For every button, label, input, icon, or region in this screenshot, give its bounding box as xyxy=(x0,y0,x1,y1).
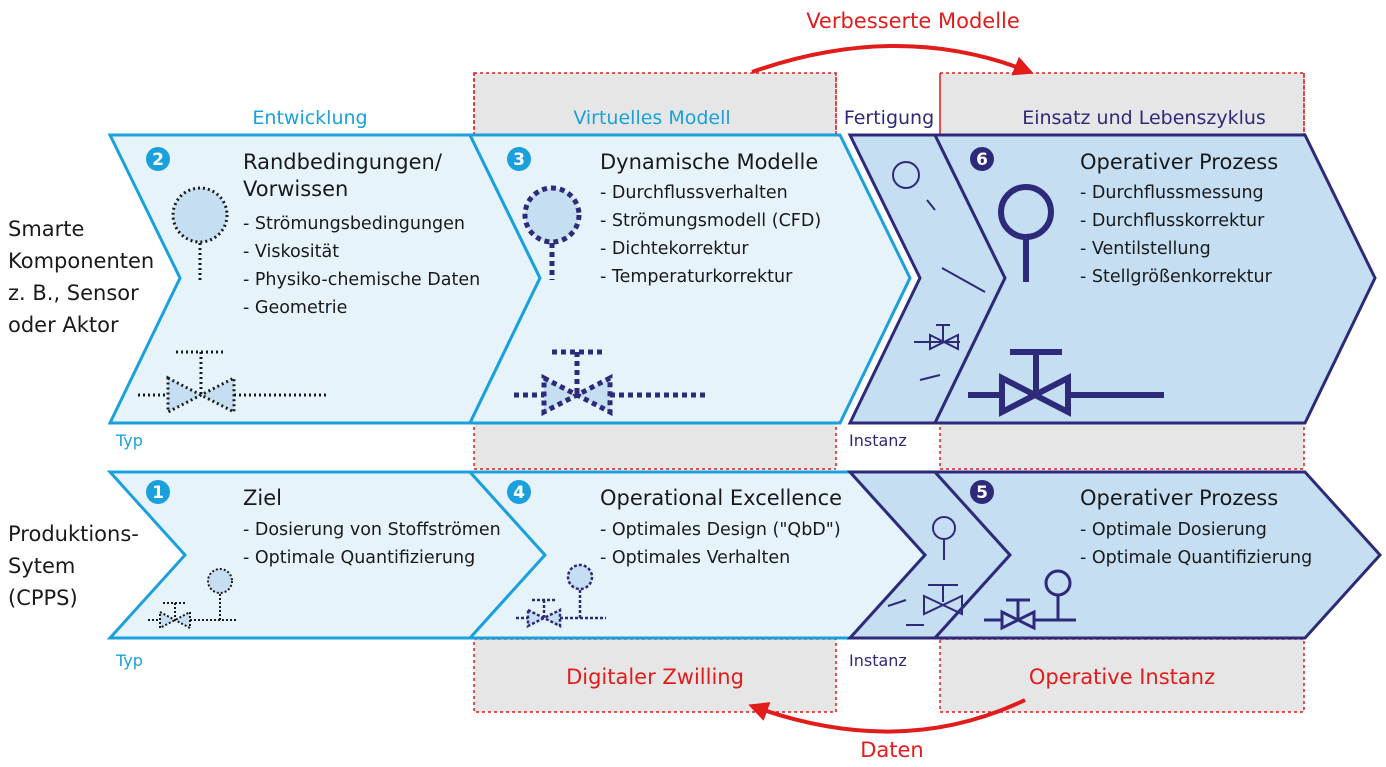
tag-instanz-bottom: Instanz xyxy=(849,651,907,670)
phase-einsatz: Einsatz und Lebenszyklus xyxy=(1022,107,1266,129)
box3-item-1: - Durchflussverhalten xyxy=(600,183,788,203)
box3-item-3: - Dichtekorrektur xyxy=(600,239,749,259)
box2-item-3: - Physiko-chemische Daten xyxy=(243,270,480,290)
box5-item-2: - Optimale Quantifizierung xyxy=(1080,548,1312,568)
badge-3: 3 xyxy=(507,147,531,171)
improved-models-arrow xyxy=(751,44,1034,76)
svg-text:1: 1 xyxy=(152,483,164,503)
box6-title: Operativer Prozess xyxy=(1080,150,1278,174)
tag-instanz-top: Instanz xyxy=(849,431,907,450)
box2-item-1: - Strömungsbedingungen xyxy=(243,214,465,234)
tag-typ-top: Typ xyxy=(115,431,143,450)
box6-item-3: - Ventilstellung xyxy=(1080,239,1211,259)
badge-5: 5 xyxy=(970,480,994,504)
digital-twin-panel xyxy=(473,638,837,713)
assembly-parts-icon xyxy=(892,161,986,381)
valve-icon-solid xyxy=(968,349,1164,417)
phase-fertigung: Fertigung xyxy=(844,107,934,129)
box4-item-2: - Optimales Verhalten xyxy=(600,548,790,568)
box2-title-2: Vorwissen xyxy=(243,177,348,201)
system-icon-solid xyxy=(984,569,1076,631)
row-label-production-3: (CPPS) xyxy=(8,586,78,610)
chevron-box-5 xyxy=(931,470,1383,640)
row-label-smart-components-4: oder Aktor xyxy=(8,313,119,337)
einsatz-panel-top xyxy=(939,72,1305,136)
tag-typ-bottom: Typ xyxy=(115,651,143,670)
valve-icon-dotted xyxy=(138,350,328,415)
box4-item-1: - Optimales Design ("QbD") xyxy=(600,520,841,540)
virtual-model-panel-band xyxy=(474,424,836,469)
assembly-system-icon xyxy=(887,516,963,626)
box1-item-1: - Dosierung von Stoffströmen xyxy=(243,520,501,540)
einsatz-panel-band xyxy=(940,424,1304,469)
badge-1: 1 xyxy=(146,480,170,504)
box6-item-4: - Stellgrößenkorrektur xyxy=(1080,267,1273,287)
system-icon-model xyxy=(516,563,606,629)
svg-text:3: 3 xyxy=(513,150,525,170)
svg-text:4: 4 xyxy=(513,483,525,503)
row-label-smart-components-2: Komponenten xyxy=(8,249,154,273)
row-label-production-1: Produktions- xyxy=(8,522,139,546)
badge-2: 2 xyxy=(146,147,170,171)
system-icon-dotted xyxy=(148,568,236,630)
box3-title: Dynamische Modelle xyxy=(600,150,818,174)
box3-item-4: - Temperaturkorrektur xyxy=(600,267,793,287)
box4-title: Operational Excellence xyxy=(600,486,842,510)
badge-6: 6 xyxy=(970,147,994,171)
sensor-icon-dotted xyxy=(171,186,229,280)
box1-item-2: - Optimale Quantifizierung xyxy=(243,548,475,568)
data-label: Daten xyxy=(860,738,924,762)
box5-item-1: - Optimale Dosierung xyxy=(1080,520,1267,540)
digital-twin-label: Digitaler Zwilling xyxy=(566,665,744,689)
virtual-model-panel-top xyxy=(473,72,837,136)
sensor-icon-model xyxy=(522,185,582,280)
row-label-production-2: Sytem xyxy=(8,554,75,578)
box2-title-1: Randbedingungen/ xyxy=(243,150,443,174)
box2-item-2: - Viskosität xyxy=(243,242,339,262)
box2-item-4: - Geometrie xyxy=(243,298,347,318)
svg-text:2: 2 xyxy=(152,150,164,170)
box6-item-1: - Durchflussmessung xyxy=(1080,183,1264,203)
box5-title: Operativer Prozess xyxy=(1080,486,1278,510)
operative-instance-label: Operative Instanz xyxy=(1029,665,1215,689)
svg-text:6: 6 xyxy=(976,150,988,170)
improved-models-label: Verbesserte Modelle xyxy=(806,9,1020,33)
svg-text:5: 5 xyxy=(976,483,988,503)
box3-item-2: - Strömungsmodell (CFD) xyxy=(600,211,821,231)
box6-item-2: - Durchflusskorrektur xyxy=(1080,211,1265,231)
row-label-smart-components-1: Smarte xyxy=(8,217,84,241)
row-label-smart-components-3: z. B., Sensor xyxy=(8,281,139,305)
badge-4: 4 xyxy=(507,480,531,504)
box1-title: Ziel xyxy=(243,486,282,510)
data-arrow xyxy=(748,698,1026,734)
phase-virtuelles-modell: Virtuelles Modell xyxy=(573,107,730,129)
valve-icon-model xyxy=(514,349,706,417)
sensor-icon-solid xyxy=(998,184,1054,282)
phase-entwicklung: Entwicklung xyxy=(252,107,367,129)
